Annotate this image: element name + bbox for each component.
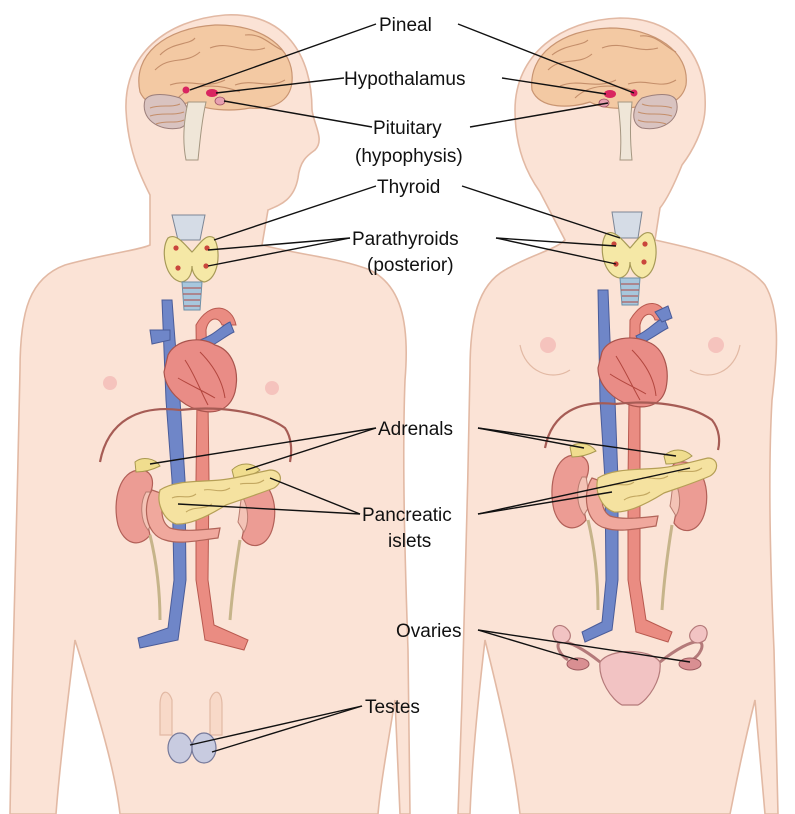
male-pituitary	[215, 97, 225, 105]
female-trachea	[620, 278, 640, 305]
label-islets: islets	[388, 531, 431, 552]
male-larynx	[172, 215, 205, 240]
label-adrenals: Adrenals	[378, 419, 453, 440]
label-hypophysis: (hypophysis)	[355, 146, 463, 167]
male-pineal-gland	[183, 87, 190, 94]
male-body-outline	[10, 15, 410, 814]
female-parathyroid-2	[642, 241, 647, 246]
label-thyroid: Thyroid	[377, 177, 440, 198]
male-figure	[10, 15, 410, 814]
label-pancreatic: Pancreatic	[362, 505, 452, 526]
label-ovaries: Ovaries	[396, 621, 461, 642]
female-figure	[458, 18, 778, 814]
female-right-ovary	[679, 658, 701, 670]
label-pineal: Pineal	[379, 15, 432, 36]
male-parathyroid-4	[203, 263, 208, 268]
female-parathyroid-4	[641, 259, 646, 264]
male-left-testis	[168, 733, 192, 763]
male-parathyroid-1	[173, 245, 178, 250]
label-testes: Testes	[365, 697, 420, 718]
female-larynx	[612, 212, 642, 238]
label-parathyroids: Parathyroids	[352, 229, 459, 250]
label-pituitary: Pituitary	[373, 118, 442, 139]
female-brainstem	[618, 102, 632, 160]
male-right-testis	[192, 733, 216, 763]
label-posterior: (posterior)	[367, 255, 454, 276]
male-parathyroid-3	[175, 265, 180, 270]
label-hypothalamus: Hypothalamus	[344, 69, 465, 90]
